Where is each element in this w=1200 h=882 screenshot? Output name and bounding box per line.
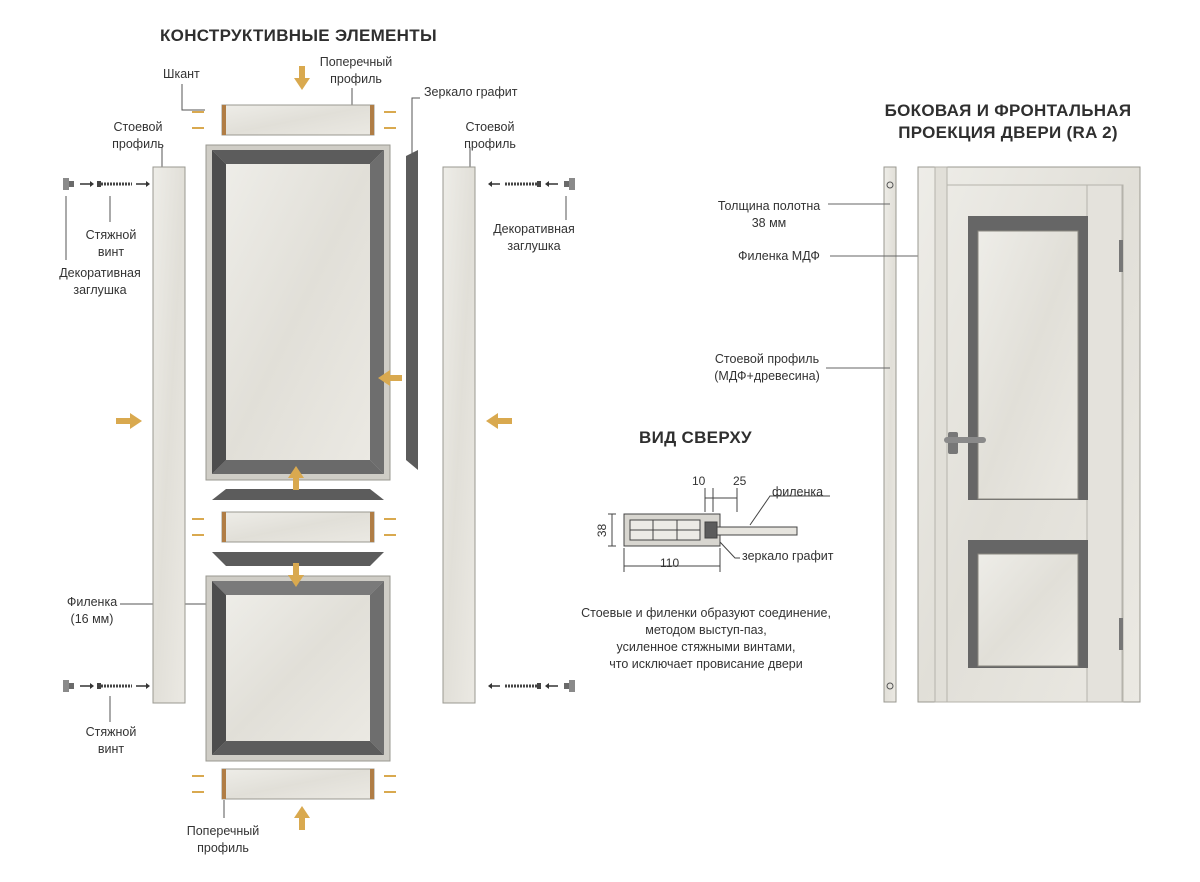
cross-profile-top-label: Поперечный профиль	[318, 54, 394, 88]
plug-left-line1: Декоративная	[59, 266, 141, 280]
top-view-panel-label: филенка	[772, 485, 824, 499]
thickness-line1: Толщина полотна	[717, 199, 821, 213]
stile-right-line2: профиль	[464, 137, 516, 151]
constructive-elements-title: КОНСТРУКТИВНЫЕ ЭЛЕМЕНТЫ	[160, 26, 437, 45]
screw-bottom-label: Стяжной винт	[76, 724, 146, 758]
note-line1: Стоевые и филенки образуют соединение,	[581, 606, 831, 620]
stile-mdf-line2: (МДФ+древесина)	[714, 369, 820, 383]
plug-left-line2: заглушка	[73, 283, 127, 297]
plug-right-line1: Декоративная	[493, 222, 575, 236]
note-line4: что исключает провисание двери	[609, 657, 803, 671]
plug-right-label: Декоративная заглушка	[482, 221, 586, 255]
stile-right-line1: Стоевой	[465, 120, 515, 134]
door-title-line2: ПРОЕКЦИЯ ДВЕРИ (RA 2)	[898, 123, 1118, 142]
mirror-label: Зеркало графит	[424, 85, 518, 99]
screw-bottom-line1: Стяжной	[85, 725, 137, 739]
panel-label: Филенка (16 мм)	[52, 594, 132, 628]
cross-profile-bottom-line2: профиль	[197, 841, 249, 855]
screw-top-label: Стяжной винт	[76, 227, 146, 261]
thickness-line2: 38 мм	[751, 216, 787, 230]
stile-mdf-line1: Стоевой профиль	[714, 352, 820, 366]
dowel-label: Шкант	[163, 67, 200, 81]
panel-line1: Филенка	[66, 595, 118, 609]
cross-profile-top-line2: профиль	[330, 72, 382, 86]
cross-profile-bottom-label: Поперечный профиль	[180, 823, 266, 857]
dim-38: 38	[595, 523, 610, 538]
thickness-label: Толщина полотна 38 мм	[706, 198, 832, 232]
stile-left	[152, 166, 186, 704]
panel-mdf-label: Филенка МДФ	[738, 249, 820, 263]
top-view-mirror-label: зеркало графит	[742, 549, 834, 563]
stile-right-label: Стоевой профиль	[452, 119, 528, 153]
cross-profile-top-line1: Поперечный	[319, 55, 393, 69]
screw-top-line1: Стяжной	[85, 228, 137, 242]
screw-top-line2: винт	[97, 245, 125, 259]
dim-110: 110	[660, 556, 680, 570]
stile-left-label: Стоевой профиль	[100, 119, 176, 153]
plug-left-label: Декоративная заглушка	[48, 265, 152, 299]
door-title-line1: БОКОВАЯ И ФРОНТАЛЬНАЯ	[884, 101, 1132, 120]
screw-bottom-line2: винт	[97, 742, 125, 756]
top-view-note: Стоевые и филенки образуют соединение, м…	[556, 605, 856, 673]
note-line3: усиленное стяжными винтами,	[616, 640, 796, 654]
dim-25: 25	[733, 474, 747, 488]
panel-line2: (16 мм)	[70, 612, 114, 626]
top-view-title: ВИД СВЕРХУ	[639, 428, 752, 447]
note-line2: методом выступ-паз,	[645, 623, 767, 637]
plug-right-line2: заглушка	[507, 239, 561, 253]
stile-left-line2: профиль	[112, 137, 164, 151]
stile-right	[442, 166, 476, 704]
dim-10: 10	[692, 474, 706, 488]
stile-mdf-label: Стоевой профиль (МДФ+древесина)	[702, 351, 832, 385]
door-projection-title: БОКОВАЯ И ФРОНТАЛЬНАЯ ПРОЕКЦИЯ ДВЕРИ (RA…	[868, 100, 1148, 144]
cross-profile-bottom-line1: Поперечный	[186, 824, 260, 838]
stile-left-line1: Стоевой	[113, 120, 163, 134]
